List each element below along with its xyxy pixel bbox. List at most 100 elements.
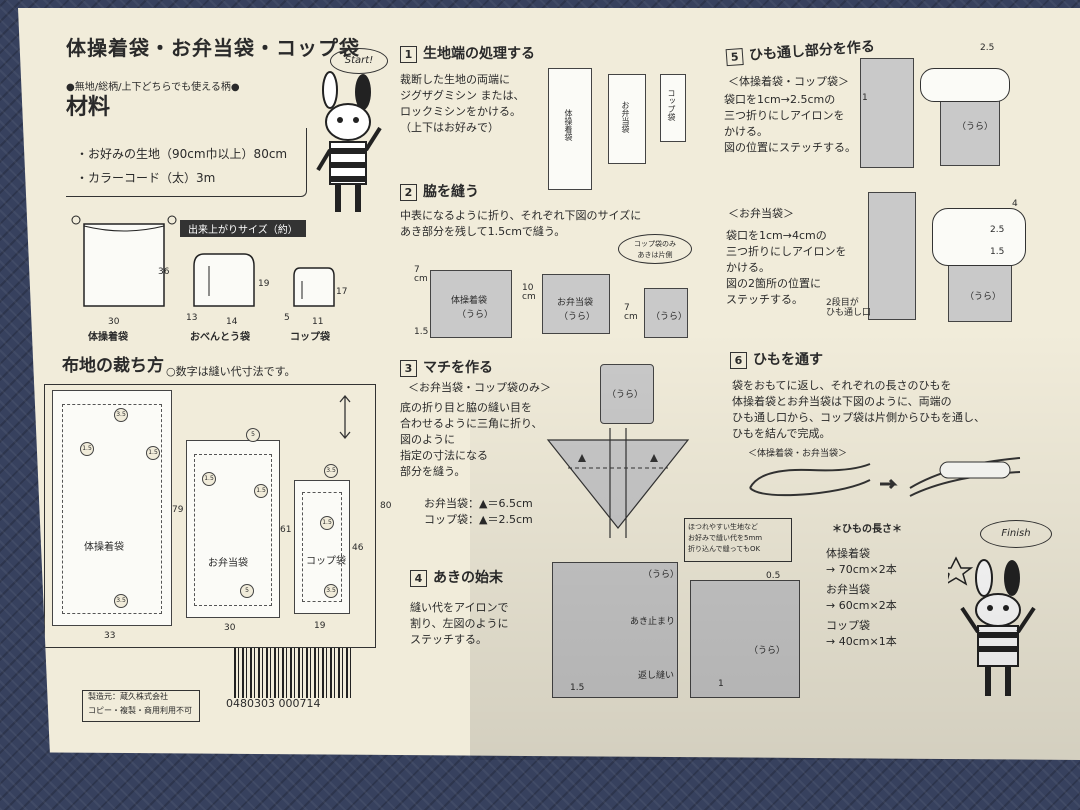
cut-bento-h: 61 (280, 525, 292, 535)
strip-bento: お弁当袋 (608, 74, 646, 164)
opening-diagram-right: （うら） (690, 580, 800, 698)
kaeshi-label: 返し縫い (638, 671, 675, 681)
dim-1-5-b: 1.5 (990, 247, 1005, 257)
step-5-text2: ステッチする。 (726, 293, 803, 306)
gusset-triangle-diagram (546, 428, 690, 538)
cord-heading: ＊ひもの長さ＊ (832, 524, 902, 535)
subtitle: ●無地/総柄/上下どちらでも使える柄● (66, 82, 240, 93)
cut-taiso-label: 体操着袋 (84, 542, 124, 553)
step-2-bubble: コップ袋のみあきは片側 (618, 234, 692, 264)
cord-cup: コップ袋 (826, 619, 870, 632)
allowance-mark: 1.5 (320, 516, 334, 530)
step-5-sub1: ＜体操着袋・コップ袋＞ (728, 75, 849, 88)
casing-diagram-2b: （うら） (948, 258, 1012, 322)
step-5-text2: 三つ折りにしアイロンを (726, 245, 847, 258)
size-taiso-name: 体操着袋 (88, 332, 128, 343)
finished-bags-illustration (71, 215, 335, 307)
step-3-text: 指定の寸法になる (400, 449, 488, 462)
rabbit-finish-icon (948, 556, 1036, 696)
step-4-text: ステッチする。 (410, 633, 487, 646)
step-3-text: 合わせるように三角に折り、 (400, 417, 543, 430)
cutting-heading: 布地の裁ち方 (62, 356, 164, 376)
gusset-bag: （うら） (600, 364, 654, 424)
instruction-sheet: 体操着袋・お弁当袋・コップ袋 Start! ●無地/総柄/上下どちらでも使える柄… (18, 8, 1080, 760)
allowance-mark: 3.5 (114, 408, 128, 422)
dim-10cm: 10 cm (522, 283, 536, 302)
cut-bento-w: 30 (224, 623, 236, 633)
dim-4: 4 (1012, 199, 1018, 209)
cut-cup-h: 46 (352, 543, 364, 553)
dim-1: 1 (718, 679, 724, 689)
step-6-text: ひもを結んで完成。 (732, 427, 831, 440)
step-5-sub2: ＜お弁当袋＞ (728, 207, 794, 220)
dim-1-casing: 1 (862, 93, 868, 103)
size-taiso-w: 30 (108, 317, 120, 327)
step-2-text: 中表になるように折り、それぞれ下図のサイズに (400, 209, 642, 222)
step-6-text: 体操着袋とお弁当袋は下図のように、両端の (732, 395, 952, 408)
step-3-cup-value: コップ袋：▲＝2.5cm (424, 513, 533, 526)
allowance-mark: 1.5 (80, 442, 94, 456)
cut-piece-bento (186, 440, 280, 618)
step-1-text: 裁断した生地の両端に (400, 73, 510, 86)
strip-cup: コップ袋 (660, 74, 686, 142)
casing-diagram-1b: （うら） (940, 92, 1000, 166)
step-5-text1: かける。 (724, 125, 768, 138)
ake-label: あき止まり (630, 617, 676, 627)
cut-total-h: 80 (380, 501, 392, 511)
allowance-mark: 1.5 (146, 446, 160, 460)
size-bento-d: 13 (186, 313, 198, 323)
opening-diagram-left: （うら） (552, 562, 679, 698)
step-5-text2: かける。 (726, 261, 770, 274)
seam-line (62, 404, 162, 614)
materials-heading: 材料 (66, 95, 111, 120)
step-3-text: 図のように (400, 433, 455, 446)
allowance-mark: 5 (246, 428, 260, 442)
cord-taiso-len: → 70cm×2本 (826, 563, 897, 576)
allowance-mark: 1.5 (254, 484, 268, 498)
sewn-taiso: 体操着袋（うら） (430, 270, 512, 338)
cut-taiso-w: 33 (104, 631, 116, 641)
dim-1-5: 1.5 (414, 327, 429, 337)
allowance-mark: 1.5 (202, 472, 216, 486)
step-1-text: ロックミシンをかける。 (400, 105, 521, 118)
material-fabric: ・お好みの生地（90cm巾以上）80cm (76, 147, 288, 161)
step-3-bento-value: お弁当袋：▲＝6.5cm (424, 497, 533, 510)
dim-2-5-b: 2.5 (990, 225, 1005, 235)
step-5-text1: 三つ折りにしアイロンを (724, 109, 845, 122)
dim-7cm: 7 cm (414, 265, 428, 284)
cut-cup-w: 19 (314, 621, 326, 631)
step-5-text1: 袋口を1cm→2.5cmの (724, 93, 836, 106)
maker-box (82, 690, 200, 722)
allowance-mark: 3.5 (324, 464, 338, 478)
step-6-sub: ＜体操着袋・お弁当袋＞ (748, 449, 848, 459)
cut-cup-label: コップ袋 (306, 556, 346, 567)
casing-roll-2 (932, 208, 1026, 266)
cut-piece-cup (294, 480, 350, 614)
cutting-frame (44, 384, 376, 648)
sewn-bento: お弁当袋（うら） (542, 274, 610, 334)
size-cup-h: 17 (336, 287, 348, 297)
casing-diagram-2 (868, 192, 916, 320)
step-6-text: 袋をおもてに返し、それぞれの長さのひもを (732, 379, 952, 392)
step-5-text1: 図の位置にステッチする。 (724, 141, 856, 154)
start-bubble: Start! (330, 48, 388, 74)
dim-2-5: 2.5 (980, 43, 995, 53)
allowance-mark: 3.5 (114, 594, 128, 608)
cord-bento: お弁当袋 (826, 583, 870, 596)
step-6-text: ひも通し口から、コップ袋は片側からひもを通し、 (732, 411, 985, 424)
step-4-text: 縫い代をアイロンで (410, 601, 509, 614)
step-3-text: 部分を縫う。 (400, 465, 466, 478)
grain-arrow-icon (339, 394, 351, 440)
dim-1-5-opening: 1.5 (570, 683, 585, 693)
seam-line (302, 492, 342, 602)
strip-taiso: 体操着袋 (548, 68, 592, 190)
casing-diagram-1 (860, 58, 914, 168)
size-bento-name: おべんとう袋 (190, 332, 250, 343)
barcode-number: 0480303 000714 (226, 697, 321, 710)
sewn-cup: （うら） (644, 288, 688, 338)
cord-bento-len: → 60cm×2本 (826, 599, 897, 612)
cut-taiso-h: 79 (172, 505, 184, 515)
size-cup-name: コップ袋 (290, 332, 330, 343)
